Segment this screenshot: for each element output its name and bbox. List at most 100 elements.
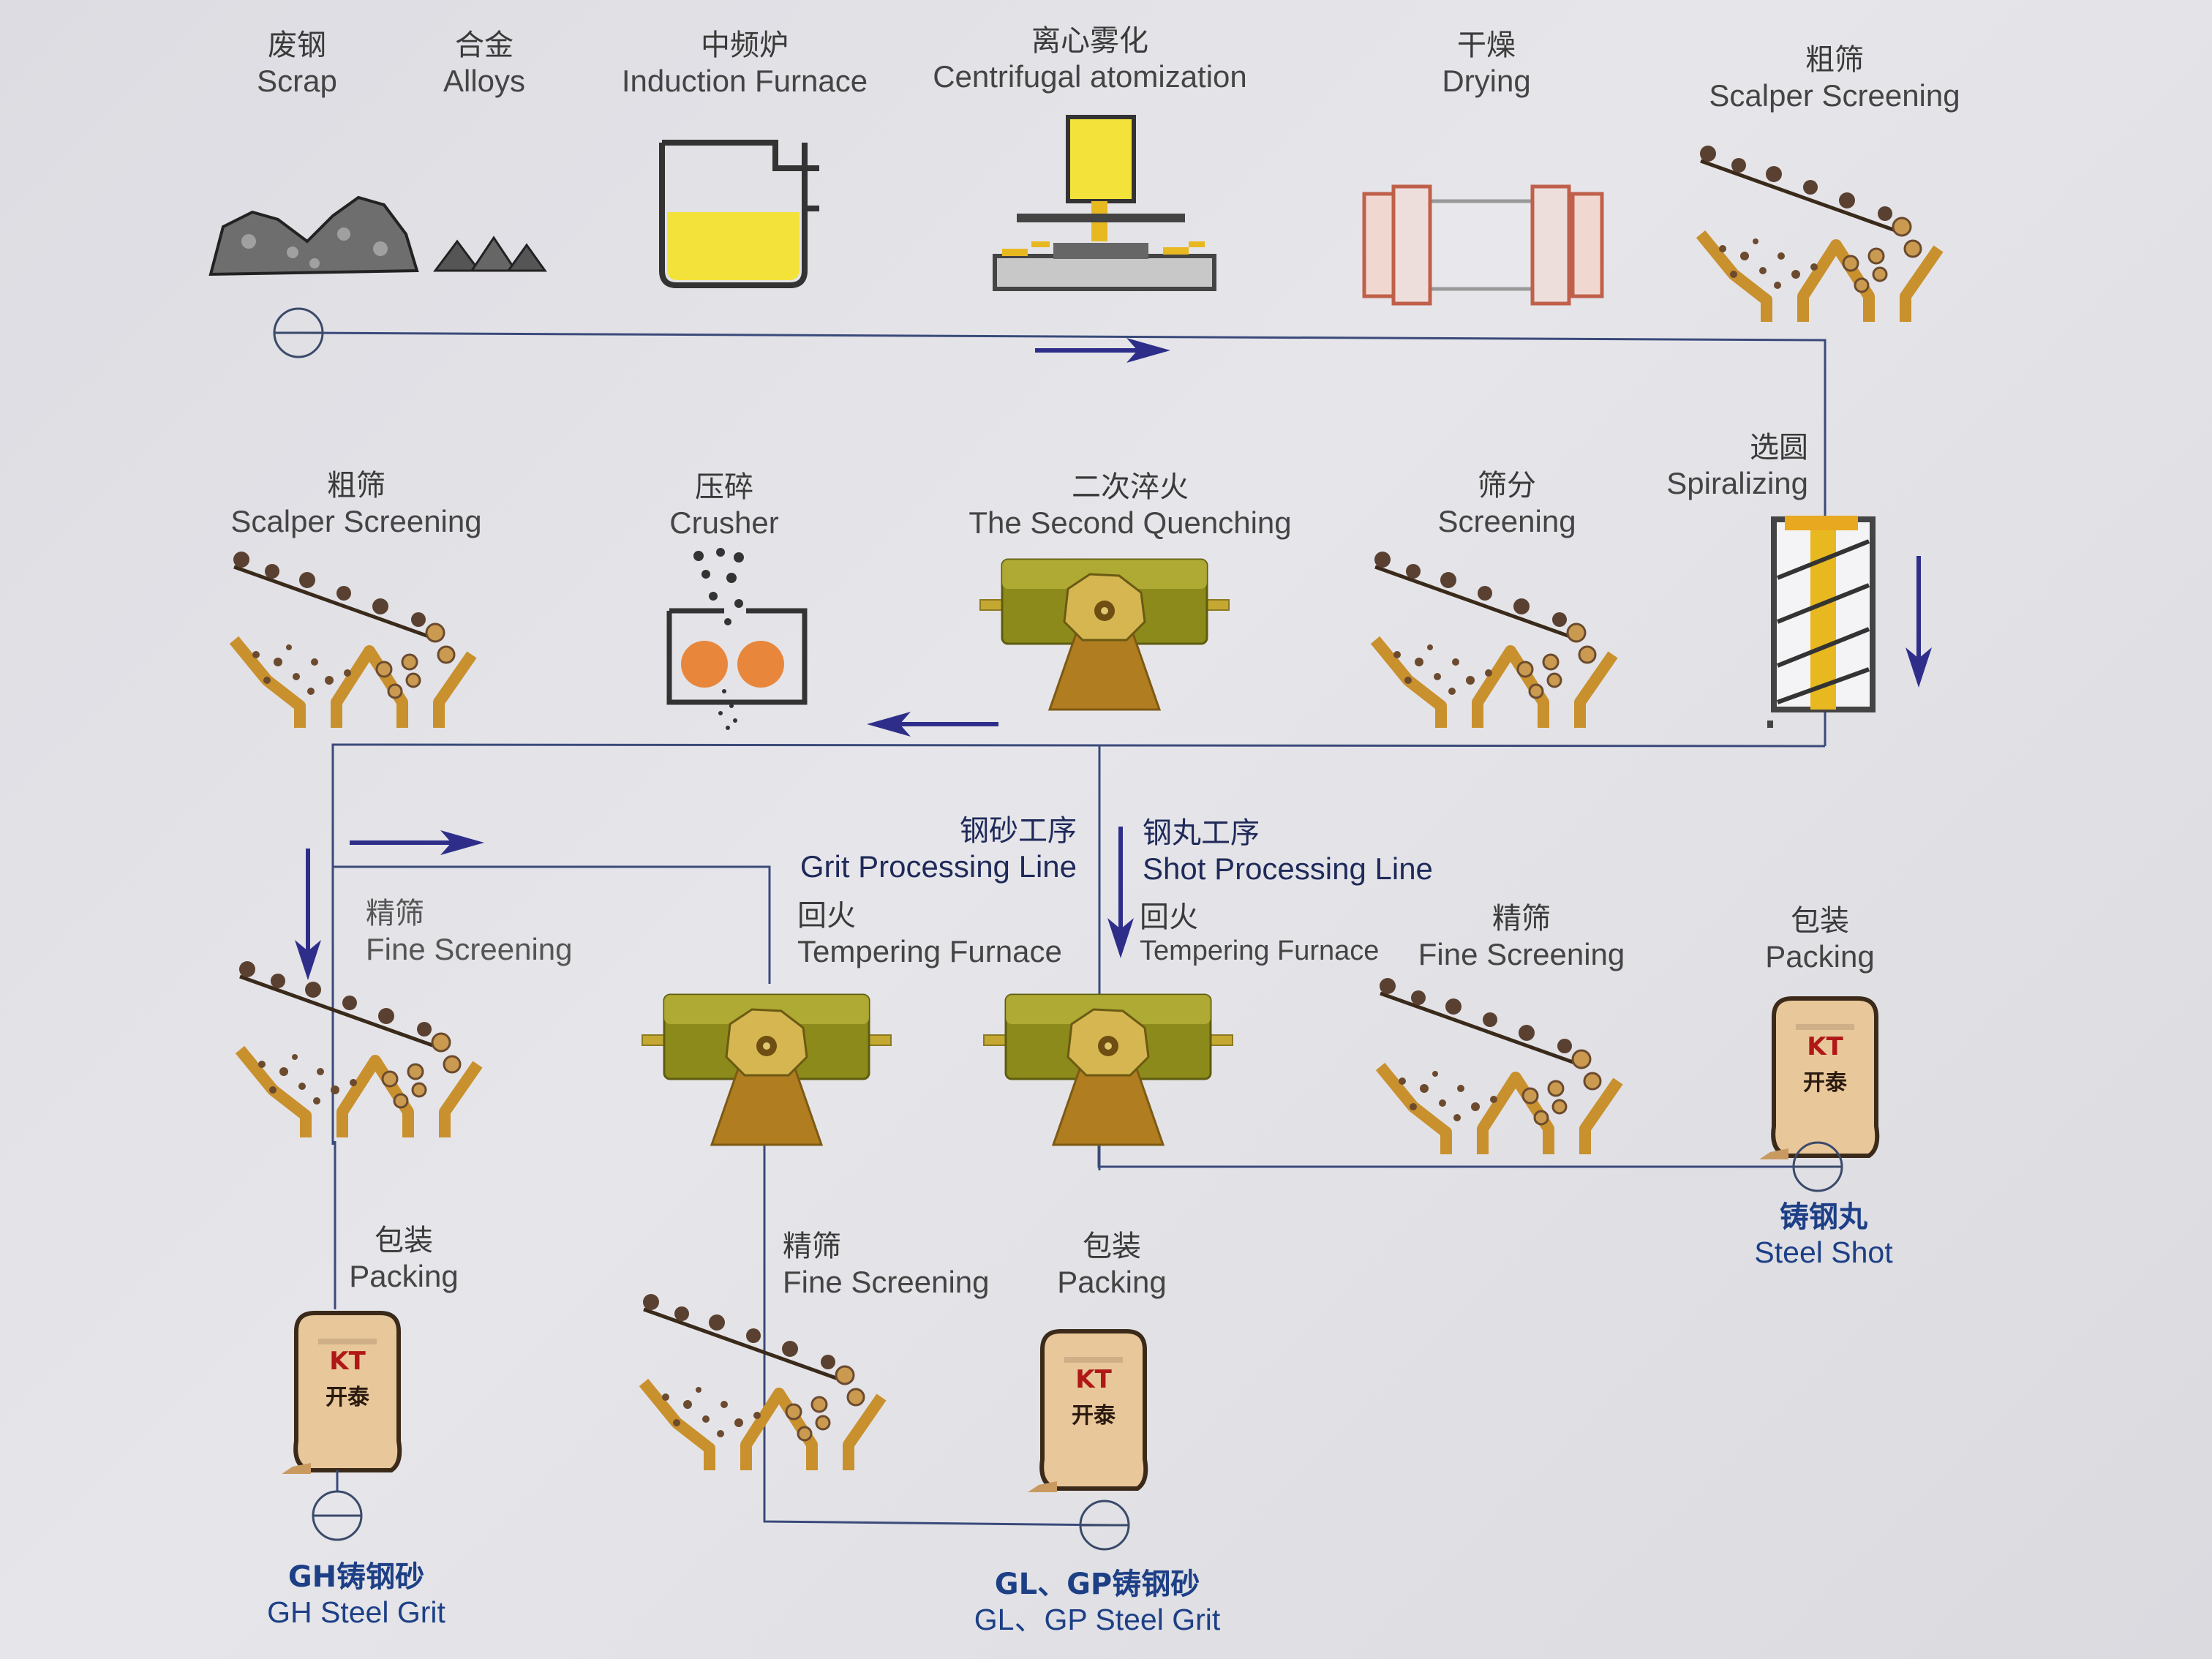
label-zh: 废钢: [268, 29, 326, 62]
label-zh: 合金: [454, 29, 514, 62]
arrow-left-icon: [867, 712, 998, 737]
label-en: Spiralizing: [1666, 466, 1808, 500]
screen-icon: [1380, 978, 1618, 1154]
packing-bag-icon: [1759, 998, 1877, 1159]
label-en: Alloys: [443, 64, 526, 98]
label-en: Crusher: [669, 505, 779, 540]
spiral-separator-icon: [1767, 516, 1876, 728]
label-en: GH Steel Grit: [267, 1595, 445, 1629]
label-zh: 包装: [374, 1224, 433, 1257]
label-zh: 回火: [1140, 900, 1198, 934]
label-zh: 精筛: [783, 1230, 841, 1263]
label-en: Grit Processing Line: [800, 849, 1077, 884]
screen-icon: [643, 1294, 881, 1470]
label-zh: 二次淬火: [1072, 470, 1189, 504]
arrow-down-icon: [1906, 556, 1932, 688]
label-en: GL、GP Steel Grit: [974, 1603, 1221, 1636]
packing-bag-icon: [1028, 1331, 1146, 1492]
label-en: Tempering Furnace: [797, 934, 1062, 968]
crusher-icon: [666, 548, 808, 730]
label-zh: 回火: [797, 899, 856, 933]
quenching-drum-icon: [979, 558, 1230, 711]
label-en: The Second Quenching: [968, 505, 1292, 540]
screen-icon: [1700, 146, 1938, 322]
label-en: Fine Screening: [783, 1265, 990, 1299]
label-zh: 包装: [1082, 1230, 1141, 1263]
label-zh: 粗筛: [326, 469, 385, 503]
label-zh: 筛分: [1478, 469, 1536, 503]
label-en: Fine Screening: [366, 932, 573, 966]
label-en: Induction Furnace: [621, 64, 868, 98]
label-en: Screening: [1437, 504, 1576, 538]
label-en: Shot Processing Line: [1143, 851, 1433, 886]
label-en: Packing: [1765, 939, 1875, 974]
label-en: Scalper Screening: [1709, 78, 1960, 113]
label-zh: 压碎: [694, 470, 753, 504]
alloy-pile-icon: [433, 236, 547, 272]
label-en: Drying: [1442, 64, 1531, 98]
label-zh: 钢丸工序: [1143, 816, 1260, 850]
tempering-drum-icon: [982, 993, 1234, 1146]
induction-furnace-icon: [659, 140, 819, 288]
label-zh: 中频炉: [701, 29, 789, 62]
arrow-down-icon: [295, 849, 321, 980]
label-zh: GL、GP铸钢砂: [994, 1568, 1200, 1601]
scrap-pile-icon: [208, 195, 419, 276]
screen-icon: [239, 961, 478, 1137]
label-en: Tempering Furnace: [1140, 936, 1380, 966]
label-en: Steel Shot: [1754, 1235, 1893, 1269]
label-zh: 干燥: [1457, 29, 1516, 62]
label-zh: 铸钢丸: [1780, 1200, 1867, 1234]
flow-start-endpoint: [273, 307, 324, 358]
atomizer-icon: [993, 115, 1216, 291]
label-en: Scrap: [257, 64, 337, 98]
arrow-down-icon: [1107, 827, 1134, 958]
label-zh: GH铸钢砂: [287, 1560, 425, 1594]
label-zh: 选圆: [1750, 431, 1808, 464]
packing-bag-icon: [282, 1313, 399, 1474]
label-en: Scalper Screening: [230, 504, 482, 538]
label-en: Packing: [349, 1259, 459, 1293]
tempering-drum-icon: [641, 993, 892, 1146]
label-zh: 粗筛: [1805, 43, 1864, 77]
flow-arrows: [295, 338, 1932, 980]
label-en: Fine Screening: [1418, 937, 1625, 971]
gh-grit-endpoint: [312, 1490, 363, 1541]
arrow-right-icon: [350, 830, 484, 855]
label-en: Packing: [1057, 1265, 1167, 1299]
label-zh: 离心雾化: [1031, 24, 1148, 58]
label-zh: 钢砂工序: [960, 814, 1077, 848]
label-en: Centrifugal atomization: [933, 59, 1247, 94]
screen-icon: [1374, 552, 1613, 728]
gl-gp-grit-endpoint: [1079, 1500, 1130, 1551]
label-zh: 包装: [1790, 904, 1849, 938]
label-zh: 精筛: [366, 897, 424, 930]
screen-icon: [233, 552, 472, 728]
label-zh: 精筛: [1492, 902, 1551, 936]
drying-drum-icon: [1362, 184, 1604, 306]
